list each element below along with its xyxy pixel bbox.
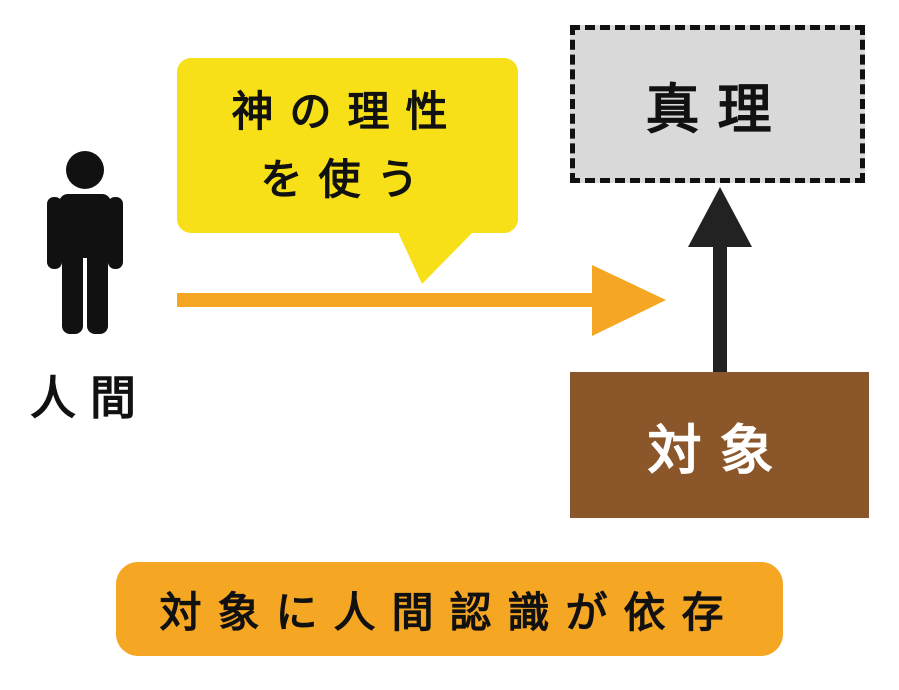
bubble-line-2: を使う: [260, 155, 435, 204]
object-box: 対象: [570, 372, 869, 518]
object-label: 対象: [647, 418, 792, 482]
orange-arrow: [177, 265, 666, 336]
bubble-text: 神の理性 を使う: [177, 78, 518, 214]
footer-banner: 対象に人間認識が依存: [116, 562, 783, 656]
truth-label: 真理: [645, 77, 790, 141]
up-arrow: [688, 187, 752, 375]
bubble-line-1: 神の理性: [231, 87, 464, 136]
person-icon: [47, 151, 123, 334]
footer-label: 対象に人間認識が依存: [159, 587, 740, 637]
speech-bubble: [177, 58, 518, 284]
truth-box: 真理: [570, 25, 865, 183]
human-label: 人間: [30, 371, 150, 425]
